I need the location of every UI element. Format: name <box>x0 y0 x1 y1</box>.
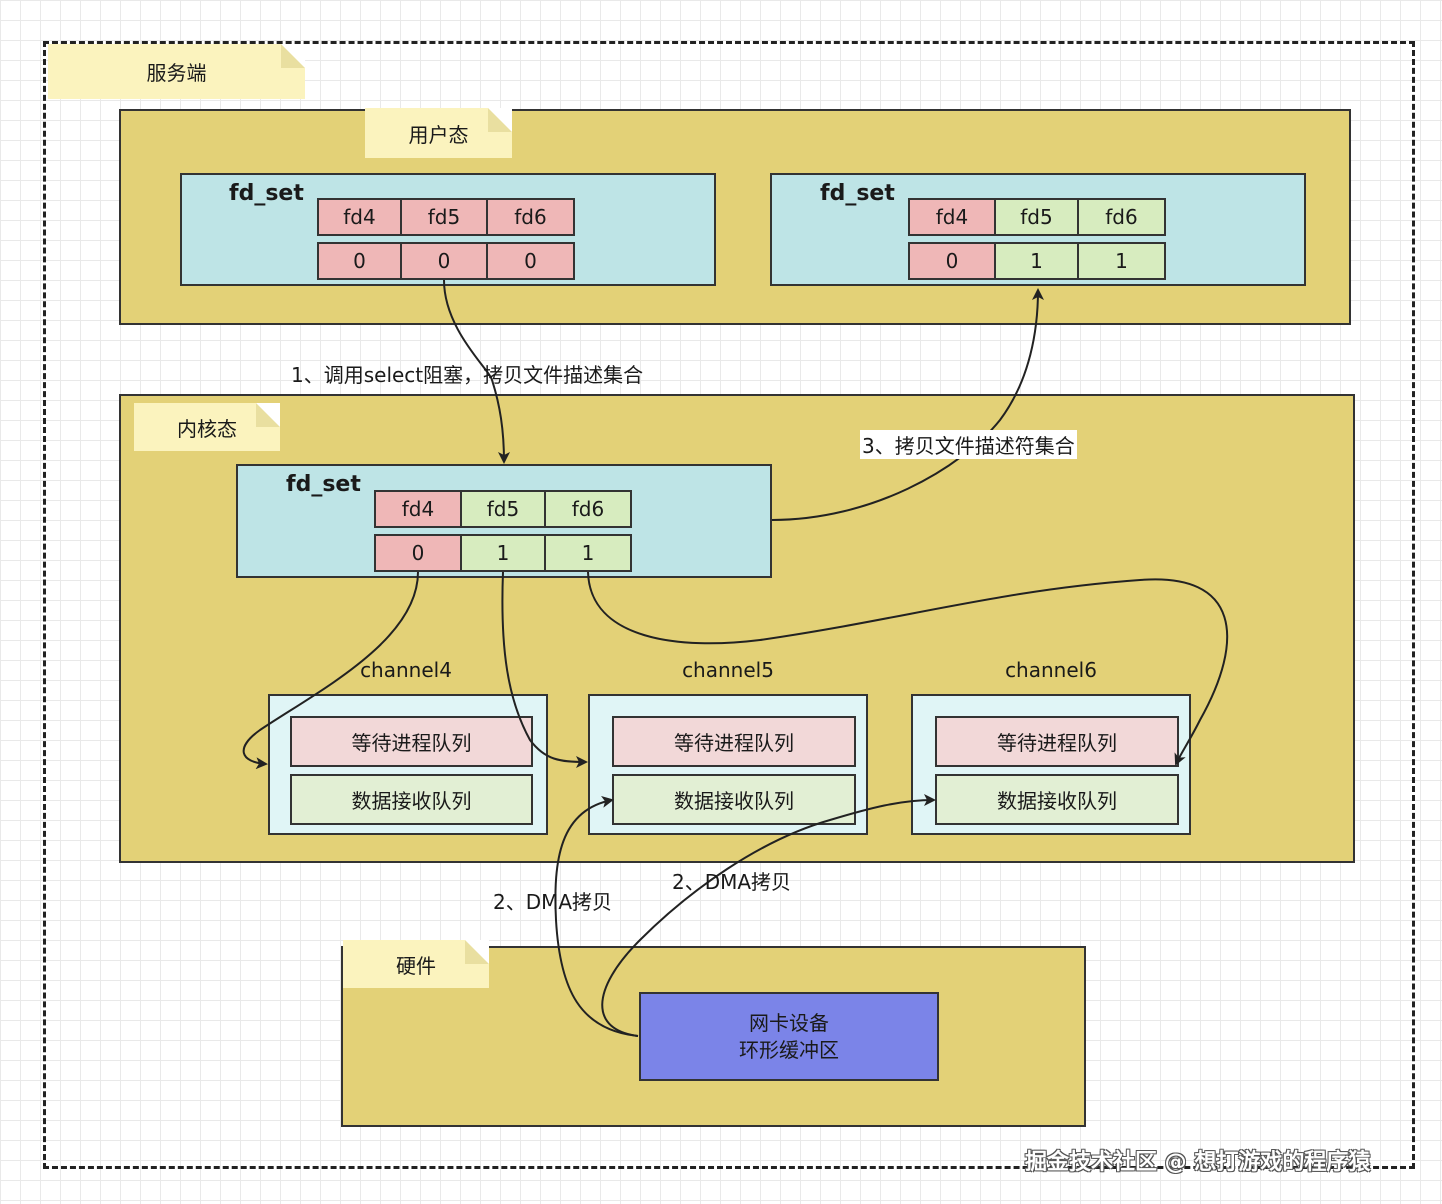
arrow-step1 <box>443 279 510 464</box>
fd-cell: fd6 <box>544 490 632 528</box>
recv-queue: 数据接收队列 <box>935 774 1179 825</box>
user-space-label: 用户态 <box>408 122 469 147</box>
arrow-dma-channel5 <box>554 796 639 1037</box>
arrow-fd5-channel5 <box>501 571 588 768</box>
bit-cell: 1 <box>460 534 546 572</box>
fd-set-title: fd_set <box>229 181 304 206</box>
fd-cell: fd5 <box>400 198 488 236</box>
bit-cell: 0 <box>908 242 996 280</box>
watermark: 掘金技术社区 @ 想打游戏的程序猿 <box>1025 1150 1371 1175</box>
bit-cell: 0 <box>400 242 488 280</box>
arrow-fd6-channel6 <box>587 571 1229 766</box>
bit-cell: 1 <box>544 534 632 572</box>
fd-cell: fd4 <box>374 490 462 528</box>
note-fold-icon <box>256 403 280 427</box>
user-space-label-note: 用户态 <box>365 108 512 158</box>
fd-cell: fd5 <box>994 198 1079 236</box>
fd-set-title: fd_set <box>820 181 895 206</box>
channel-label: channel5 <box>682 658 774 682</box>
arrow-dma-channel6 <box>601 794 936 1037</box>
kernel-space-label-note: 内核态 <box>134 403 280 451</box>
edge-label-step1: 1、调用select阻塞，拷贝文件描述集合 <box>291 363 644 387</box>
nic-line2: 环形缓冲区 <box>739 1037 839 1062</box>
wait-queue: 等待进程队列 <box>935 716 1179 767</box>
fd-set-title: fd_set <box>286 472 361 497</box>
note-fold-icon <box>488 108 512 132</box>
server-label: 服务端 <box>146 61 207 85</box>
bit-cell: 0 <box>486 242 575 280</box>
hardware-label-note: 硬件 <box>343 940 489 988</box>
fd-cell: fd4 <box>908 198 996 236</box>
arrow-step3 <box>771 288 1044 521</box>
recv-queue: 数据接收队列 <box>612 774 856 825</box>
edge-label-step3: 3、拷贝文件描述符集合 <box>860 430 1077 459</box>
fd-cell: fd6 <box>1077 198 1166 236</box>
nic-line1: 网卡设备 <box>749 1010 829 1035</box>
edge-label-step2a: 2、DMA拷贝 <box>493 890 613 914</box>
arrow-fd4-channel4 <box>242 571 419 770</box>
recv-queue: 数据接收队列 <box>290 774 533 825</box>
bit-cell: 1 <box>1077 242 1166 280</box>
bit-cell: 0 <box>317 242 402 280</box>
kernel-space-label: 内核态 <box>177 416 237 441</box>
wait-queue: 等待进程队列 <box>290 716 533 767</box>
bit-cell: 0 <box>374 534 462 572</box>
fd-cell: fd5 <box>460 490 546 528</box>
server-boundary <box>43 41 1415 1169</box>
server-label-note: 服务端 <box>48 44 305 99</box>
fd-cell: fd6 <box>486 198 575 236</box>
edge-label-step2b: 2、DMA拷贝 <box>672 870 792 894</box>
fd-cell: fd4 <box>317 198 402 236</box>
hardware-label: 硬件 <box>396 953 436 978</box>
note-fold-icon <box>281 44 305 68</box>
wait-queue: 等待进程队列 <box>612 716 856 767</box>
channel-label: channel4 <box>360 658 452 682</box>
nic-ring-buffer: 网卡设备 环形缓冲区 <box>639 992 939 1081</box>
channel-label: channel6 <box>1005 658 1097 682</box>
note-fold-icon <box>465 940 489 964</box>
